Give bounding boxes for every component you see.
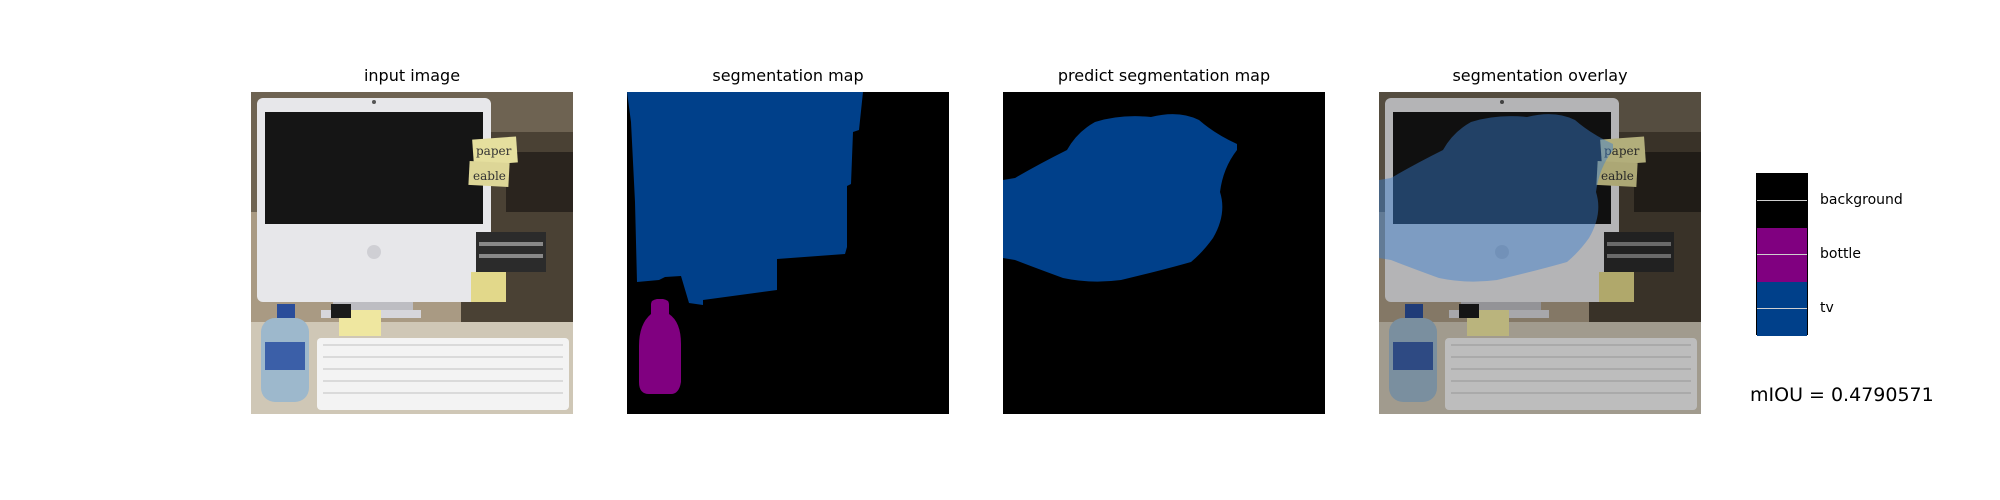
legend-colorbar bbox=[1756, 173, 1808, 336]
legend-label-background: background bbox=[1820, 192, 1903, 208]
bottle-segment bbox=[639, 299, 681, 394]
legend-label-tv: tv bbox=[1820, 300, 1834, 316]
panel-title-predict-map: predict segmentation map bbox=[1057, 66, 1271, 85]
tv-overlay-segment bbox=[1379, 114, 1613, 282]
panel-title-segmentation-map: segmentation map bbox=[712, 66, 864, 85]
tv-predicted-segment bbox=[1003, 114, 1237, 282]
legend-swatch-bottle bbox=[1757, 228, 1807, 282]
tv-segment bbox=[627, 92, 863, 305]
predict-segmentation-map bbox=[1003, 92, 1325, 414]
legend-swatch-tv bbox=[1757, 282, 1807, 336]
panel-title-overlay: segmentation overlay bbox=[1452, 66, 1628, 85]
legend-label-bottle: bottle bbox=[1820, 246, 1861, 262]
input-image: paper eable bbox=[251, 92, 573, 414]
miou-metric: mIOU = 0.4790571 bbox=[1750, 384, 1934, 406]
segmentation-map bbox=[627, 92, 949, 414]
panel-title-input: input image bbox=[363, 66, 461, 85]
legend-swatch-background bbox=[1757, 174, 1807, 228]
segmentation-overlay bbox=[1379, 92, 1701, 414]
